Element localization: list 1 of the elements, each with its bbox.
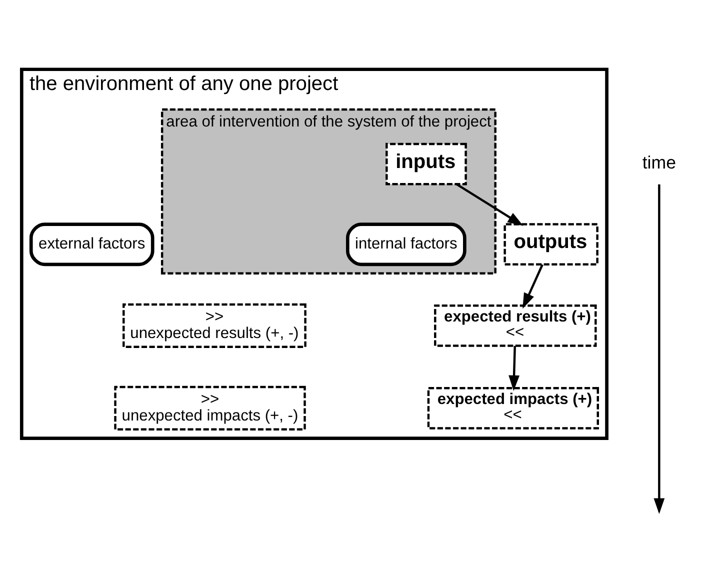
label: time bbox=[642, 152, 676, 172]
